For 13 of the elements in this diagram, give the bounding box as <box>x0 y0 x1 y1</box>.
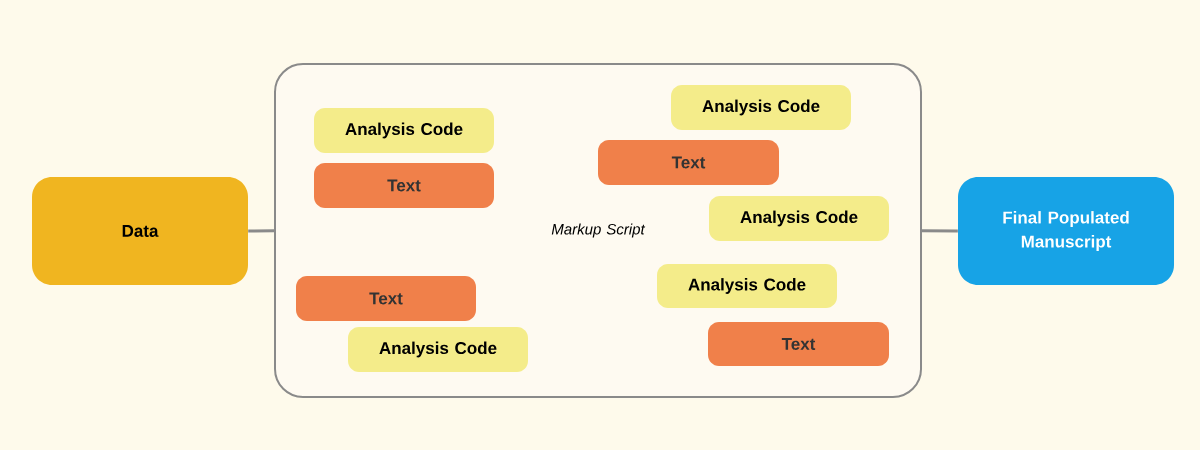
code-box: Analysis Code <box>314 108 494 153</box>
code-box: Analysis Code <box>348 327 528 372</box>
output-box: Final Populated Manuscript <box>958 177 1174 285</box>
code-box: Analysis Code <box>671 85 851 130</box>
connector-line <box>922 229 958 233</box>
text-box: Text <box>708 322 889 366</box>
text-box: Text <box>598 140 779 185</box>
connector-line <box>248 229 274 233</box>
code-box: Analysis Code <box>657 264 837 308</box>
code-box: Analysis Code <box>709 196 889 241</box>
text-box: Text <box>296 276 476 321</box>
data-box: Data <box>32 177 248 285</box>
text-box: Text <box>314 163 494 208</box>
